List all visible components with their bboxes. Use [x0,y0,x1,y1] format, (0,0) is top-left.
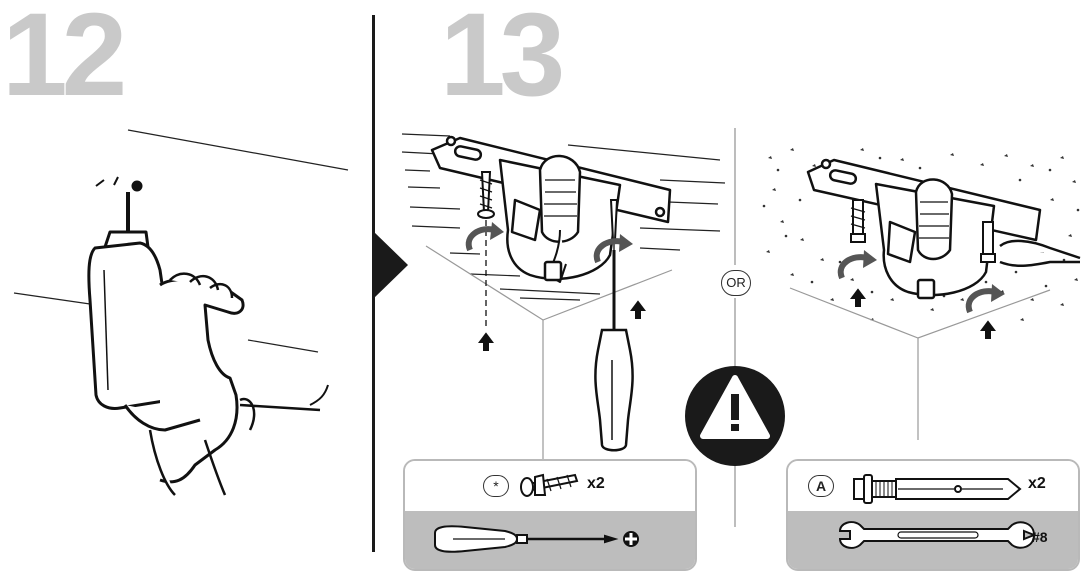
rotation-arrow-right-1 [837,250,877,280]
wood-screw-left [477,171,495,351]
parts-left-drawings [434,473,639,553]
ceiling-lines-step13 [401,133,726,301]
parts-right-drawings [838,474,1037,549]
anchor-bolt-left [850,199,866,307]
ceiling-plane-outline-right [789,287,1051,440]
concrete-texture [762,148,1080,321]
parts-box-anchor-bolts: A x2 #8 [786,459,1080,571]
ceiling-bracket-right-icon [806,158,1042,300]
rotation-arrow-left-2 [593,234,633,264]
anchor-bolt-quantity: x2 [1028,475,1046,492]
wrench-size-label: #8 [1032,529,1048,545]
warning-icon [685,366,785,466]
ceiling-plane-outline-left [425,245,673,460]
screwdriver-icon [594,250,634,452]
step-number-12: 12 [2,0,127,121]
power-drill-icon [87,176,329,496]
wood-screw-quantity: x2 [587,475,605,492]
or-label: OR [721,270,751,296]
part-letter-label: A [808,475,834,497]
step-number-13: 13 [440,0,565,121]
next-step-arrow-icon [372,230,408,300]
part-symbol-label: * [483,475,509,497]
rotation-arrow-left-1 [465,222,504,252]
anchor-bolt-icon [853,474,1022,504]
ceiling-bracket-icon [430,135,672,283]
wood-screw-right [609,199,646,319]
screwdriver-tool-icon [434,525,619,553]
phillips-icon [623,531,639,547]
rotation-arrow-right-2 [965,284,1005,314]
wrench-icon [838,521,1037,549]
parts-box-wood-screws: * x2 [403,459,697,571]
anchor-bolt-right [980,221,1081,339]
wood-screw-icon [520,473,579,497]
ceiling-lines-step12 [13,129,349,353]
